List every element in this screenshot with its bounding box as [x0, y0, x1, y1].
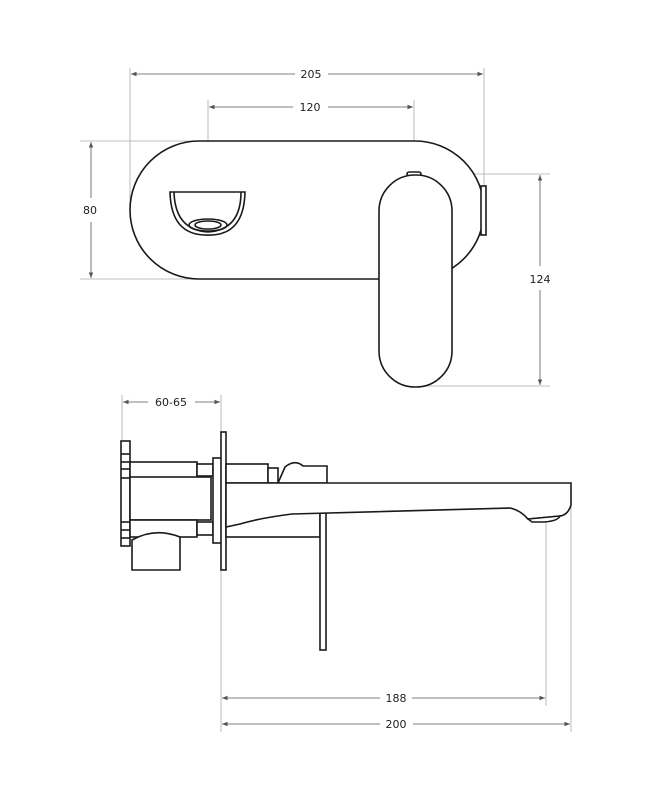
side-tab	[480, 185, 487, 236]
dimension-205: 205	[131, 68, 483, 81]
body-upper	[129, 461, 198, 479]
body-middle	[129, 476, 212, 521]
lever-base	[276, 461, 328, 484]
dimension-124: 124	[530, 175, 551, 385]
extension-lines-side	[121, 395, 572, 732]
dimension-label: 80	[83, 204, 97, 217]
dimension-label: 188	[386, 692, 407, 705]
faucet-side-view	[120, 431, 572, 651]
dimension-label: 124	[530, 273, 551, 286]
dimension-label: 205	[301, 68, 322, 81]
spout-outlet	[169, 191, 246, 236]
dimension-188: 188	[222, 692, 545, 705]
aerator	[525, 515, 562, 523]
lever-rod	[319, 512, 327, 651]
dimension-label: 60-65	[155, 396, 187, 409]
cartridge	[131, 531, 181, 571]
dimension-200: 200	[222, 718, 570, 731]
dimension-label: 200	[386, 718, 407, 731]
dimension-120: 120	[209, 101, 413, 114]
valve-block	[225, 463, 269, 484]
dimension-60-65: 60-65	[123, 396, 220, 409]
dimension-80: 80	[83, 142, 97, 278]
faucet-front-view	[129, 140, 487, 388]
spout	[225, 482, 572, 528]
dimension-label: 120	[300, 101, 321, 114]
lever-handle	[378, 174, 453, 388]
